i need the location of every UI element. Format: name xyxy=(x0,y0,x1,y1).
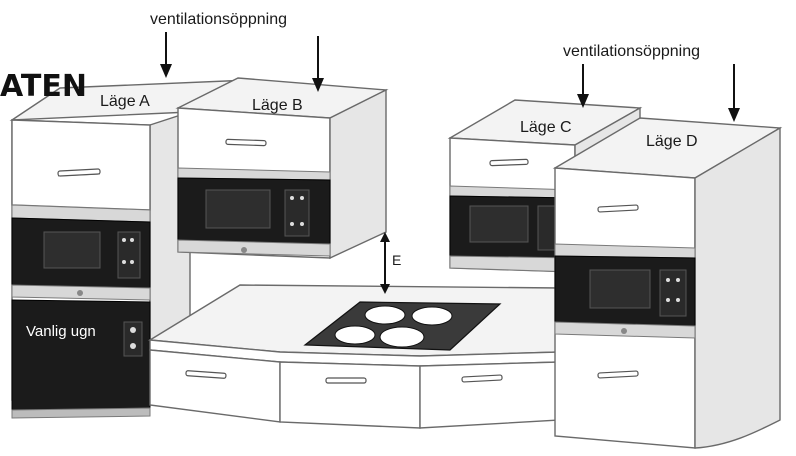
arrow-down-icon xyxy=(728,64,740,122)
microwave-d xyxy=(554,243,696,339)
arrow-down-icon xyxy=(577,64,589,108)
microwave-a xyxy=(11,204,151,301)
microwave-c xyxy=(449,185,576,273)
double-arrow-vertical-icon xyxy=(380,232,390,294)
induction-hob xyxy=(303,301,502,351)
conventional-oven xyxy=(11,299,151,419)
conventional-oven-label: Vanlig ugn xyxy=(26,323,96,340)
arrow-down-icon xyxy=(160,32,172,78)
position-d-label: Läge D xyxy=(646,133,698,150)
microwave-b xyxy=(177,167,331,257)
position-b-label: Läge B xyxy=(252,97,303,114)
position-c-label: Läge C xyxy=(520,119,572,136)
dimension-e-label: E xyxy=(392,252,401,268)
arrow-down-icon xyxy=(312,36,324,92)
position-a-label: Läge A xyxy=(100,93,150,110)
vent-label-right: ventilationsöppning xyxy=(563,43,700,60)
vent-label-left: ventilationsöppning xyxy=(150,11,287,28)
heading-fragment: ATEN xyxy=(0,69,87,104)
